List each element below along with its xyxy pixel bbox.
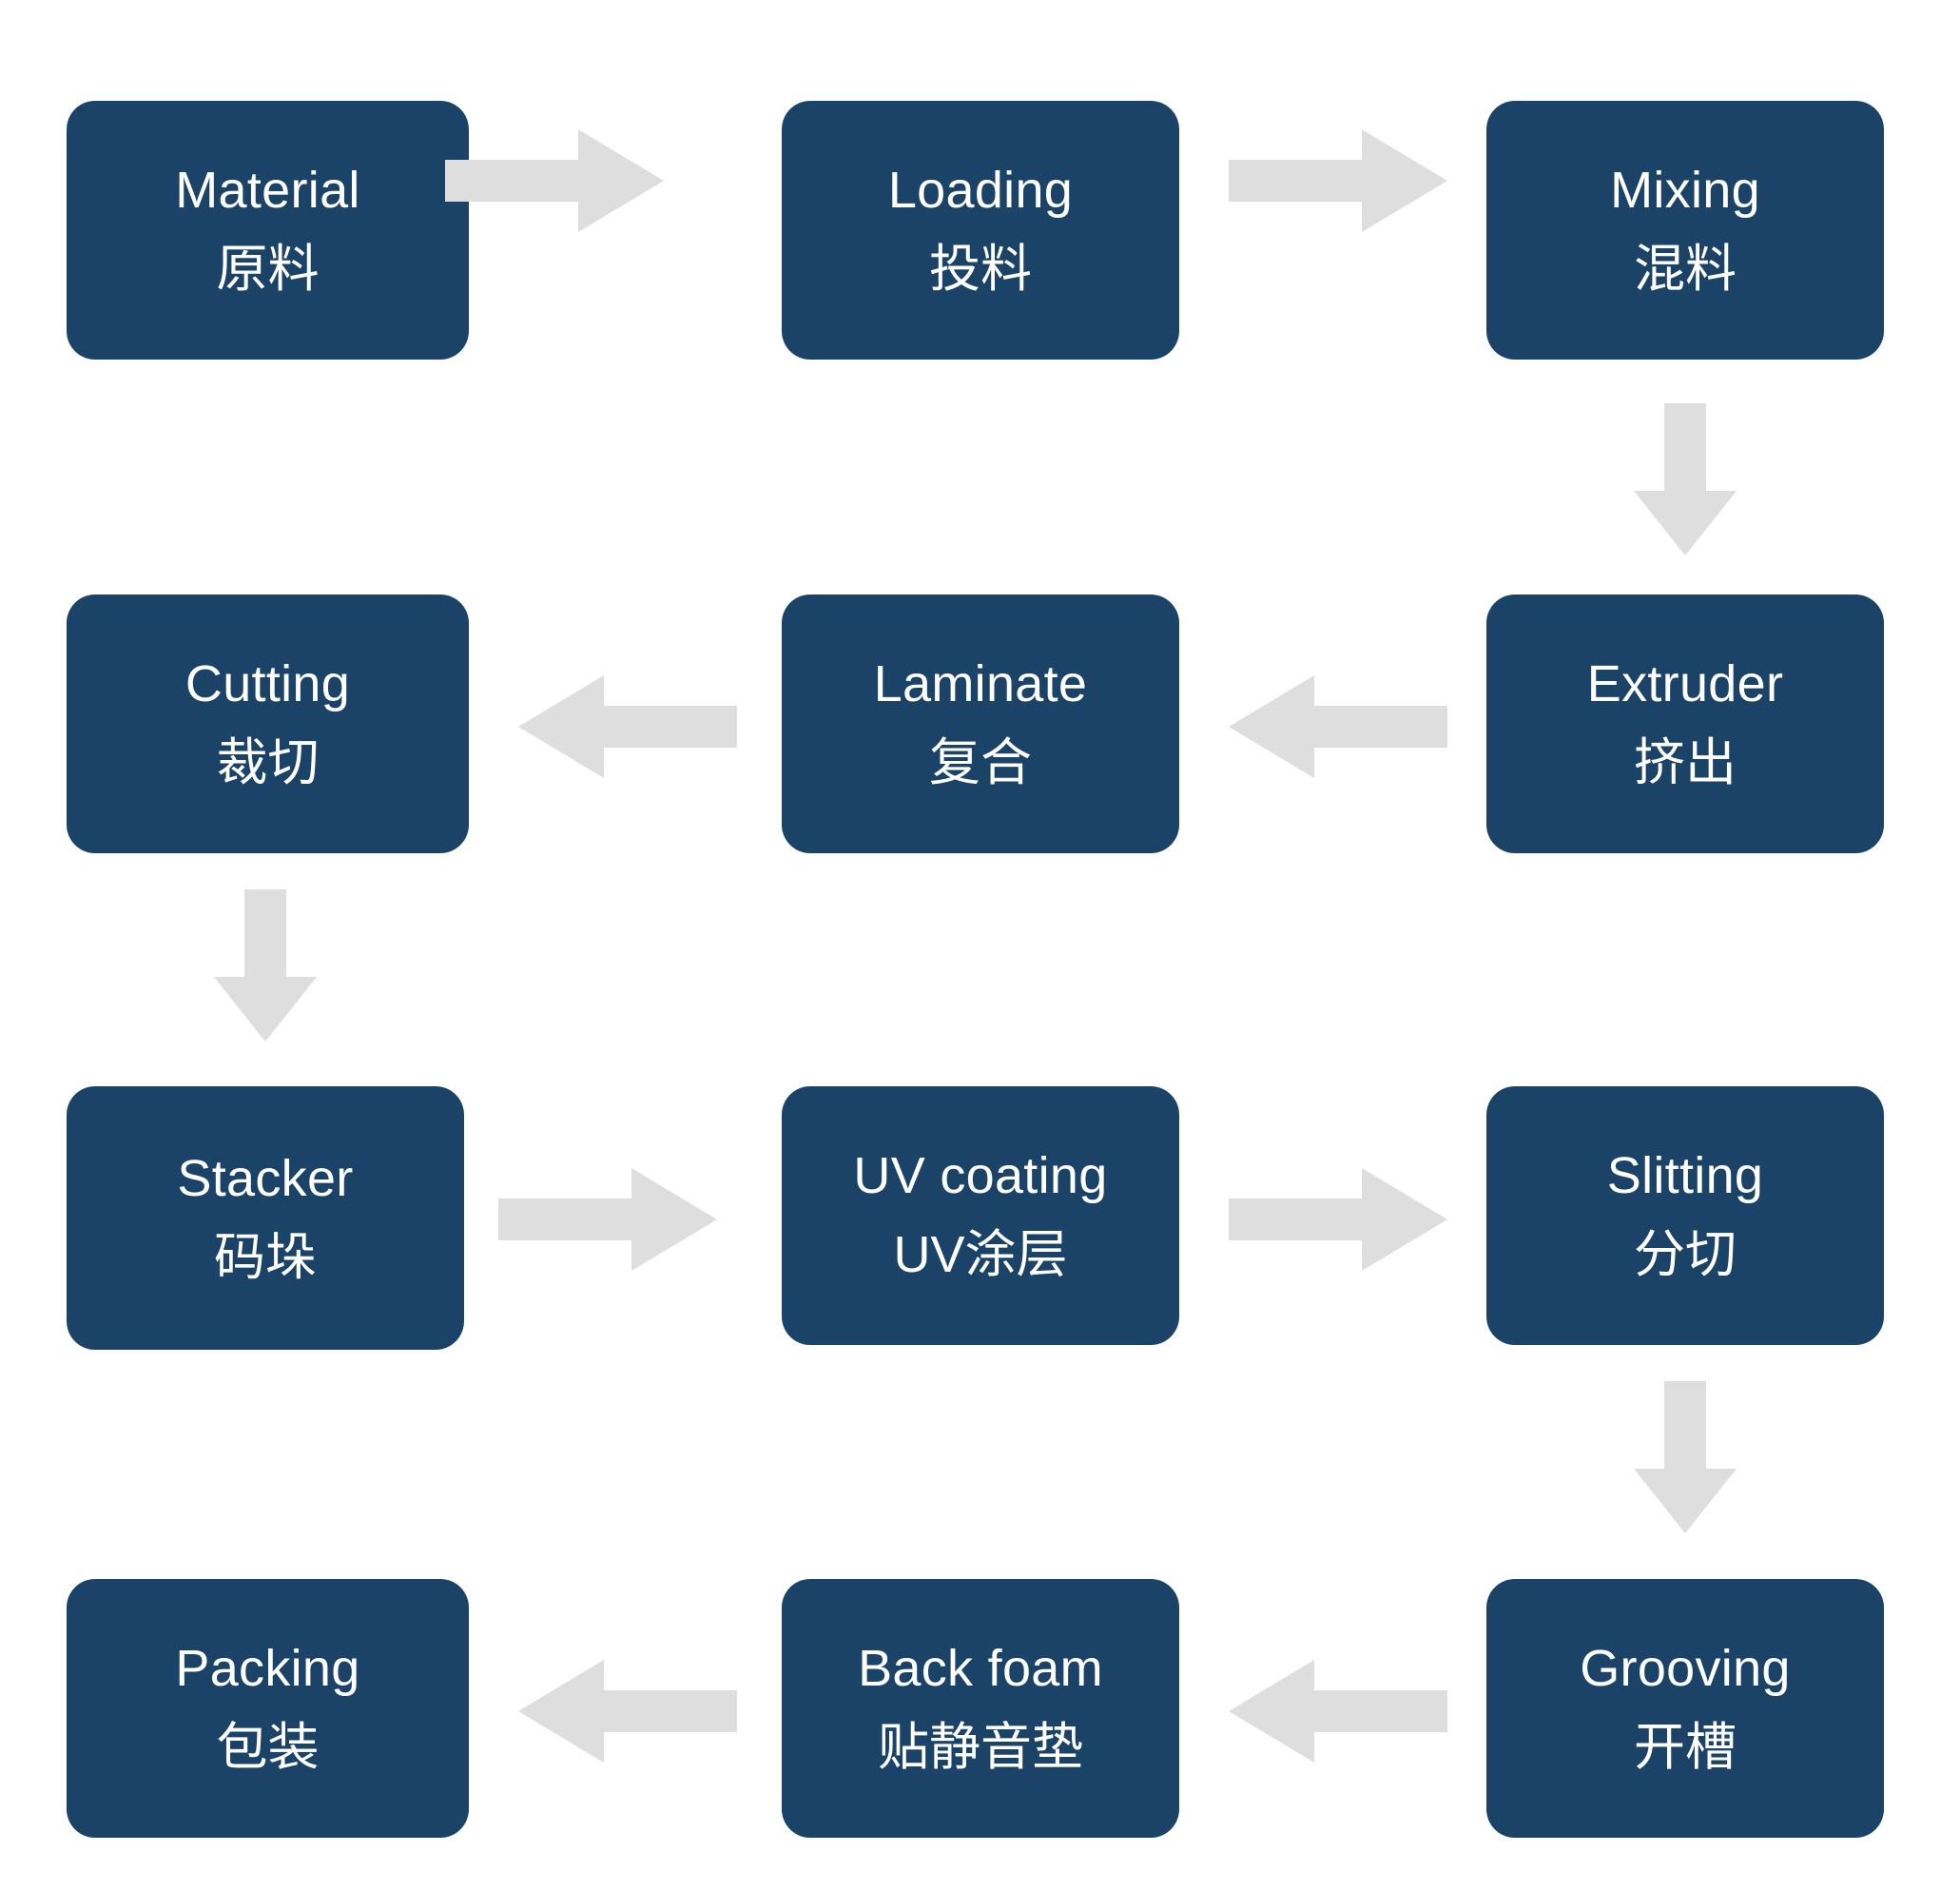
node-label-zh: 开槽 [1634, 1719, 1737, 1776]
process-node-stacker[interactable]: Stacker 码垛 [67, 1086, 464, 1350]
arrow-back-foam-to-packing [518, 1660, 737, 1763]
node-label-en: Packing [175, 1640, 360, 1698]
node-label-zh: 包装 [216, 1719, 320, 1776]
process-node-cutting[interactable]: Cutting 裁切 [67, 595, 469, 853]
node-label-zh: UV涂层 [893, 1226, 1068, 1283]
node-label-zh: 混料 [1634, 241, 1737, 298]
node-label-zh: 分切 [1634, 1226, 1737, 1283]
arrow-loading-to-mixing [1229, 129, 1447, 232]
arrow-laminate-to-cutting [518, 675, 737, 778]
node-label-en: Material [175, 162, 360, 220]
node-label-zh: 裁切 [216, 734, 320, 791]
node-label-en: Loading [887, 162, 1074, 220]
arrow-stacker-to-uv-coating [498, 1168, 717, 1271]
process-node-mixing[interactable]: Mixing 混料 [1486, 101, 1884, 360]
process-node-extruder[interactable]: Extruder 挤出 [1486, 595, 1884, 853]
process-node-back-foam[interactable]: Back foam 贴静音垫 [782, 1579, 1179, 1838]
node-label-en: UV coating [853, 1147, 1108, 1205]
node-label-en: Extruder [1586, 655, 1784, 713]
arrow-uv-coating-to-slitting [1229, 1168, 1447, 1271]
arrow-grooving-to-back-foam [1229, 1660, 1447, 1763]
node-label-en: Slitting [1606, 1147, 1764, 1205]
process-node-uv-coating[interactable]: UV coating UV涂层 [782, 1086, 1179, 1345]
node-label-zh: 原料 [216, 241, 320, 298]
node-label-en: Mixing [1610, 162, 1760, 220]
node-label-zh: 挤出 [1634, 734, 1737, 791]
node-label-en: Grooving [1580, 1640, 1791, 1698]
node-label-en: Laminate [873, 655, 1088, 713]
process-node-slitting[interactable]: Slitting 分切 [1486, 1086, 1884, 1345]
node-label-zh: 复合 [929, 734, 1032, 791]
node-label-en: Cutting [184, 655, 351, 713]
process-node-packing[interactable]: Packing 包装 [67, 1579, 469, 1838]
process-node-loading[interactable]: Loading 投料 [782, 101, 1179, 360]
arrow-extruder-to-laminate [1229, 675, 1447, 778]
node-label-zh: 投料 [929, 241, 1032, 298]
process-node-grooving[interactable]: Grooving 开槽 [1486, 1579, 1884, 1838]
process-node-laminate[interactable]: Laminate 复合 [782, 595, 1179, 853]
node-label-zh: 码垛 [214, 1228, 317, 1286]
process-node-material[interactable]: Material 原料 [67, 101, 469, 360]
node-label-en: Back foam [858, 1640, 1103, 1698]
node-label-zh: 贴静音垫 [878, 1719, 1083, 1776]
arrow-cutting-to-stacker [214, 889, 317, 1042]
arrow-material-to-loading [445, 129, 664, 232]
node-label-en: Stacker [177, 1149, 354, 1207]
arrow-mixing-to-extruder [1634, 403, 1737, 556]
arrow-slitting-to-grooving [1634, 1381, 1737, 1533]
